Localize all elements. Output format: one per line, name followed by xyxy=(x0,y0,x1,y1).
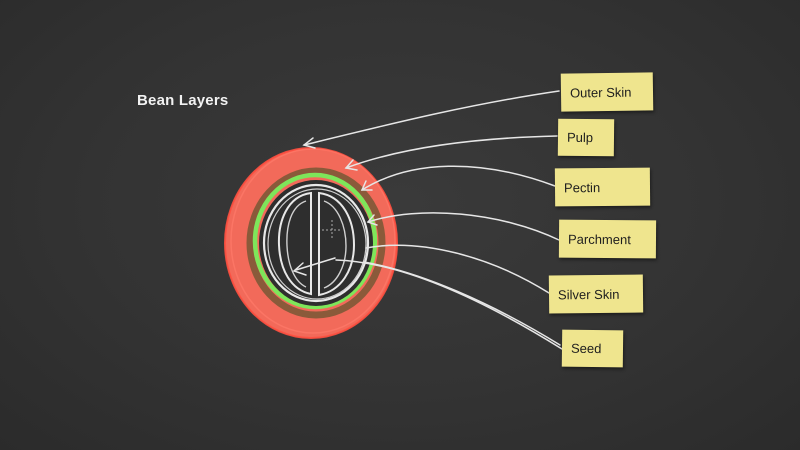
arrowhead-outer-skin xyxy=(302,137,316,149)
seed-arrowhead xyxy=(292,262,307,276)
pointer-outer-skin xyxy=(303,90,560,146)
parchment-layer xyxy=(262,183,370,303)
arrowhead-pulp xyxy=(344,159,358,171)
label-pectin-text: Pectin xyxy=(563,179,601,195)
pointer-pectin xyxy=(361,165,556,191)
pointer-seed-2 xyxy=(363,261,561,346)
label-seed-text: Seed xyxy=(570,340,602,357)
seed-left-half xyxy=(277,191,312,296)
seed-left-half-inner xyxy=(286,200,307,288)
pointer-parchment xyxy=(367,212,560,241)
seed-arrow xyxy=(295,257,336,271)
diagram-title: Bean Layers xyxy=(137,92,229,109)
label-pectin: Pectin xyxy=(554,167,651,207)
inner-region xyxy=(259,180,373,306)
label-seed: Seed xyxy=(561,329,624,368)
parchment-layer-2 xyxy=(267,188,367,300)
arrowhead-parchment xyxy=(366,214,378,226)
label-outer-skin-text: Outer Skin xyxy=(569,84,632,101)
arrowhead-pectin xyxy=(360,180,373,191)
pointer-seed xyxy=(335,259,563,350)
label-parchment-text: Parchment xyxy=(567,231,631,247)
label-pulp-text: Pulp xyxy=(566,129,594,146)
seed-right-half-inner xyxy=(323,200,347,289)
outer-skin-edge-2 xyxy=(230,148,396,334)
label-pulp: Pulp xyxy=(557,118,615,157)
outer-skin-edge xyxy=(224,147,398,339)
seed-right-half xyxy=(318,191,356,297)
label-parchment: Parchment xyxy=(558,219,657,259)
label-silver-skin-text: Silver Skin xyxy=(557,286,620,302)
label-outer-skin: Outer Skin xyxy=(560,72,654,112)
pulp-layer xyxy=(246,167,386,319)
pointer-silver-skin xyxy=(365,244,550,294)
pectin-layer xyxy=(252,172,378,310)
pointer-pulp xyxy=(345,135,558,169)
label-silver-skin: Silver Skin xyxy=(548,274,644,314)
